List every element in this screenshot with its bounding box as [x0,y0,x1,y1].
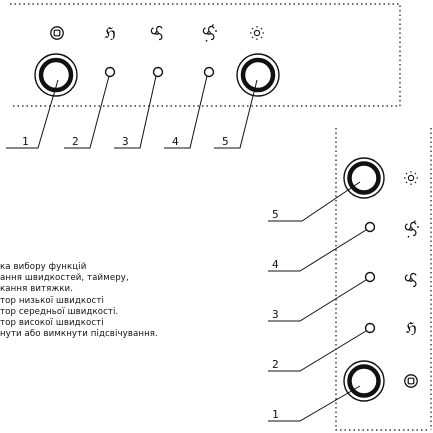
power-icon [50,26,64,40]
legend-line-7: нути або вимкнути підсвічування. [0,329,158,340]
light-knob[interactable] [236,53,280,97]
led-low-speed [104,66,116,78]
side-panel-border [335,128,430,431]
top-panel-border [10,3,401,107]
legend: ка вибору функцій ання швидкостей, тайме… [0,262,260,340]
callout-side-5: 5 [272,208,279,221]
callout-side-2: 2 [272,358,279,371]
side-light-knob[interactable] [343,157,385,199]
callout-side-1: 1 [272,408,279,421]
top-callout-numbers: 1 2 3 4 5 [22,135,229,148]
callout-top-5: 5 [222,135,229,148]
side-fan-mid-icon [404,272,417,288]
fan-mid-icon [150,25,163,41]
side-led-low-speed [364,322,376,334]
side-light-icon [404,171,418,185]
top-panel: ℌ [6,3,401,149]
legend-line-1: ка вибору функцій [0,262,87,272]
legend-line-6: тор високої швидкості [0,318,104,329]
legend-line-3: кання витяжки. [0,284,74,295]
side-callout-numbers: 5 4 3 2 1 [272,208,279,421]
callout-top-1: 1 [22,135,29,148]
callout-side-4: 4 [272,258,279,271]
fan-low-icon: ℌ [104,24,115,42]
side-fan-low-icon: ℌ [405,319,416,337]
callout-side-3: 3 [272,308,279,321]
side-power-knob[interactable] [343,360,385,402]
side-led-high-speed [364,221,376,233]
led-high-speed [203,66,215,78]
light-icon [250,26,264,40]
legend-line-2: ання швидкостей, таймеру, [0,273,129,284]
power-knob[interactable] [34,53,78,97]
legend-line-4: тор низької швидкості [0,295,104,306]
side-fan-high-icon [404,220,419,238]
led-mid-speed [152,66,164,78]
fan-high-icon [202,24,217,42]
callout-top-4: 4 [172,135,179,148]
legend-line-5: тор середньої швидкості. [0,306,119,317]
side-led-mid-speed [364,271,376,283]
side-power-icon [404,374,418,388]
side-leader-lines [268,181,367,422]
top-leader-lines [6,75,258,149]
callout-top-3: 3 [122,135,129,148]
side-panel: ℌ 5 4 3 2 1 [268,128,432,431]
callout-top-2: 2 [72,135,79,148]
